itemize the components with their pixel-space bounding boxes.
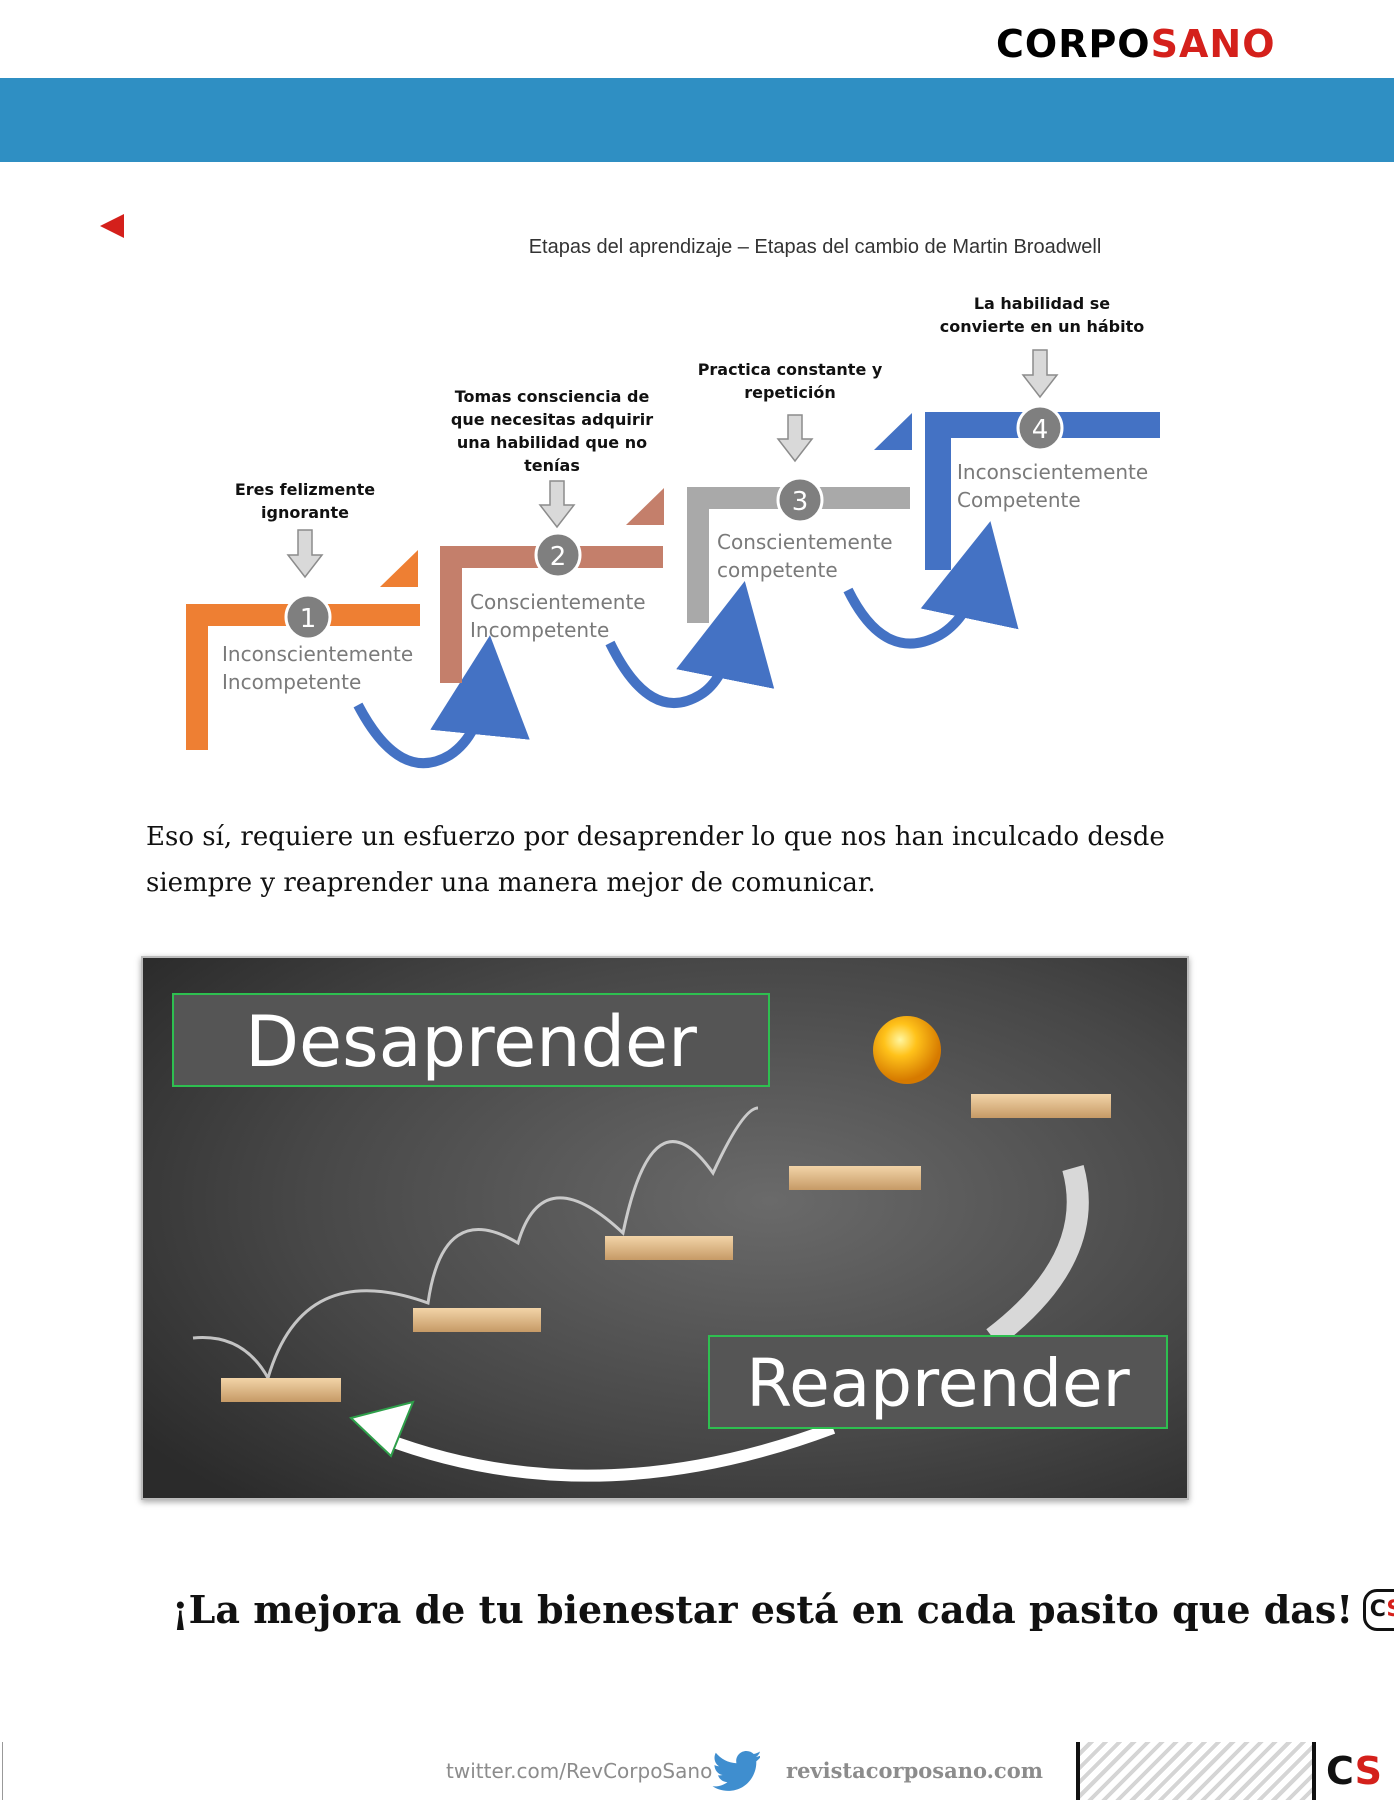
stage-2: 2 Conscientemente Incompetente Tomas con…: [440, 387, 775, 708]
yellow-ball: [873, 1016, 941, 1084]
stage-1-number: 1: [300, 604, 317, 634]
stage-3: 3 Conscientemente competente Practica co…: [687, 360, 1019, 649]
stage-2-label-2: Incompetente: [470, 618, 609, 642]
down-arrow-icon: [286, 529, 324, 579]
stage-1-note-1: Eres felizmente: [235, 480, 375, 499]
stage-3-label-1: Conscientemente: [717, 530, 893, 554]
stage-3-number: 3: [792, 487, 809, 517]
label-desaprender: Desaprender: [245, 1001, 697, 1083]
wooden-steps: [221, 1094, 1111, 1402]
unlearn-relearn-image: Desaprender Reaprender: [141, 956, 1189, 1500]
stage-2-label-1: Conscientemente: [470, 590, 646, 614]
stage-4-note-1: La habilidad se: [974, 294, 1110, 313]
stage-2-number: 2: [550, 542, 567, 572]
stage-3-note-1: Practica constante y: [698, 360, 883, 379]
corposano-logo[interactable]: CORPOSANO: [996, 22, 1276, 66]
stage-2-note-2: que necesitas adquirir: [451, 410, 653, 429]
logo-part-corpo: CORPO: [996, 22, 1151, 66]
closing-line: ¡La mejora de tu bienestar está en cada …: [172, 1580, 1394, 1640]
down-arrow-icon: [538, 480, 576, 529]
footer-divider: [2, 1742, 3, 1800]
label-reaprender: Reaprender: [746, 1345, 1130, 1422]
stage-1-label-2: Incompetente: [222, 670, 361, 694]
header-banner: [0, 78, 1394, 162]
twitter-bird-icon[interactable]: [712, 1750, 760, 1792]
body-paragraph: Eso sí, requiere un esfuerzo por desapre…: [146, 822, 1165, 898]
cs-badge-icon: CS: [1363, 1588, 1394, 1631]
stage-3-note-2: repetición: [744, 383, 836, 402]
stage-2-note-1: Tomas consciencia de: [455, 387, 650, 406]
stage-1-label-1: Inconscientemente: [222, 642, 413, 666]
stage-2-note-3: una habilidad que no: [457, 433, 647, 452]
footer: twitter.com/RevCorpoSano revistacorposan…: [0, 1742, 1394, 1800]
closing-text: ¡La mejora de tu bienestar está en cada …: [172, 1587, 1354, 1632]
stage-4-note-2: convierte en un hábito: [940, 317, 1145, 336]
down-arrow-icon: [1021, 349, 1059, 399]
stage-3-label-2: competente: [717, 558, 838, 582]
diagram-title: Etapas del aprendizaje – Etapas del camb…: [529, 236, 1102, 258]
stage-4-label-2: Competente: [957, 488, 1081, 512]
stage-4: 4 Inconscientemente Competente La habili…: [925, 294, 1160, 570]
stage-4-label-1: Inconscientemente: [957, 460, 1148, 484]
learning-stages-diagram: Etapas del aprendizaje – Etapas del camb…: [186, 236, 1160, 769]
stage-4-number: 4: [1032, 415, 1049, 445]
stage-1-note-2: ignorante: [261, 503, 349, 522]
logo-part-sano: SANO: [1150, 22, 1276, 66]
stage-2-note-4: tenías: [524, 456, 580, 475]
website-link[interactable]: revistacorposano.com: [786, 1758, 1043, 1783]
stage-1: 1 Inconscientemente Incompetente Eres fe…: [186, 480, 530, 769]
down-arrow-icon: [776, 414, 814, 463]
twitter-link[interactable]: twitter.com/RevCorpoSano: [446, 1759, 713, 1783]
triangle-left-icon[interactable]: [100, 214, 124, 238]
footer-stripe-pattern: [1076, 1742, 1316, 1800]
cs-logo-mark: CS: [1326, 1749, 1382, 1793]
